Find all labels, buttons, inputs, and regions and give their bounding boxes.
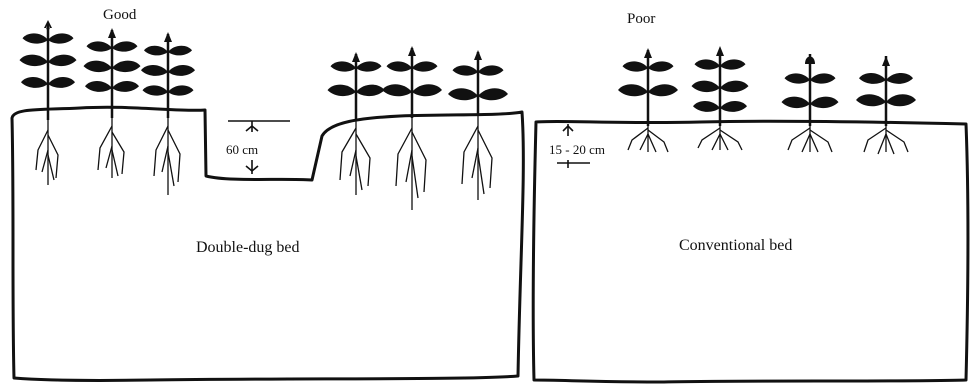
label-good: Good [103, 7, 136, 23]
label-depth-double: 60 cm [226, 143, 258, 157]
plant-double-4 [328, 52, 385, 195]
plant-conventional-4 [856, 56, 916, 154]
plant-double-6 [448, 50, 508, 200]
plant-double-1 [19, 20, 76, 185]
plant-conventional-3 [782, 54, 839, 152]
plant-conventional-1 [618, 48, 678, 152]
label-depth-conventional: 15 - 20 cm [549, 143, 605, 157]
label-double-dug-bed: Double-dug bed [196, 239, 300, 257]
label-conventional-bed: Conventional bed [679, 237, 792, 255]
plant-double-3 [141, 32, 195, 195]
plant-double-2 [84, 28, 141, 178]
plant-conventional-2 [692, 46, 749, 150]
label-poor: Poor [627, 11, 655, 27]
plant-double-5 [382, 46, 442, 210]
